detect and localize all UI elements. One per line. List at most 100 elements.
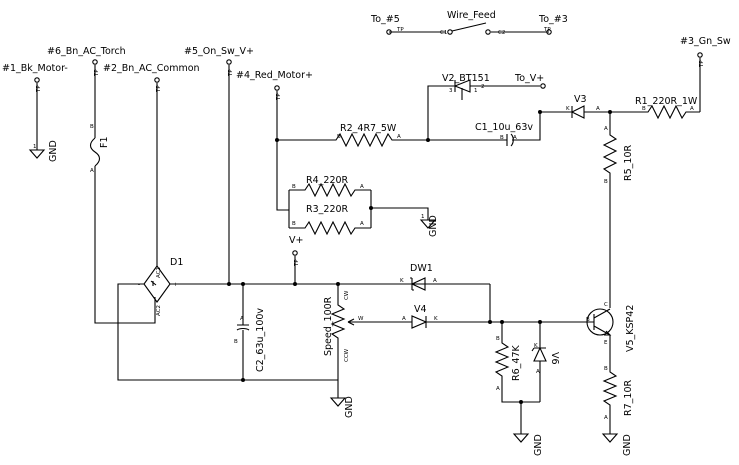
svg-text:CW: CW — [344, 290, 350, 300]
svg-text:A: A — [90, 168, 94, 174]
svg-text:K: K — [434, 316, 438, 322]
port-bn-ac-common: #2_Bn_AC_Common TP — [103, 63, 200, 266]
grn-sw-label: #3_Gn_Sw — [680, 36, 731, 47]
svg-text:A: A — [604, 415, 608, 421]
v3-diode: V3 K A — [540, 94, 640, 119]
svg-text:C: C — [604, 302, 608, 308]
svg-text:Speed_100R: Speed_100R — [323, 296, 334, 356]
svg-text:B: B — [496, 336, 500, 342]
svg-text:A: A — [536, 369, 540, 375]
svg-text:A: A — [402, 316, 406, 322]
svg-text:TP: TP — [276, 93, 282, 101]
svg-text:#5_On_Sw_V+: #5_On_Sw_V+ — [184, 46, 254, 57]
svg-text:A: A — [690, 106, 694, 112]
svg-text:B: B — [292, 221, 296, 227]
svg-text:R2_4R7_5W: R2_4R7_5W — [340, 123, 397, 134]
svg-text:V6: V6 — [549, 352, 560, 365]
c1-capacitor: C1_10u_63v B A — [428, 112, 541, 147]
svg-text:A: A — [240, 316, 244, 322]
svg-text:V3: V3 — [574, 94, 587, 105]
port-on-sw-vplus: #5_On_Sw_V+ TP — [184, 46, 254, 284]
c2-capacitor: A B C2_63u_100v — [234, 284, 266, 380]
svg-text:A: A — [604, 126, 608, 132]
svg-text:B: B — [292, 184, 296, 190]
svg-text:D1: D1 — [170, 257, 183, 268]
svg-text:C2: C2 — [498, 30, 505, 36]
svg-text:R5_10R: R5_10R — [623, 145, 634, 181]
svg-text:R3_220R: R3_220R — [306, 204, 349, 215]
dw1-zener: DW1 K A — [400, 263, 491, 323]
svg-text:R1_220R_1W: R1_220R_1W — [635, 96, 698, 107]
svg-text:A: A — [360, 221, 364, 227]
svg-text:TP: TP — [699, 60, 705, 68]
svg-text:GND: GND — [48, 140, 59, 162]
svg-text:E: E — [604, 340, 608, 346]
svg-text:TP: TP — [36, 85, 42, 93]
svg-text:TP: TP — [396, 27, 404, 33]
speed-potentiometer: CW W Speed_100R CCW GND — [323, 284, 412, 418]
svg-text:R6_47K: R6_47K — [511, 345, 522, 381]
r1-resistor: R1_220R_1W B A TP #3_Gn_Sw — [635, 36, 731, 120]
port-red-motor: #4_Red_Motor+ TP — [236, 70, 313, 140]
svg-text:GND: GND — [533, 434, 544, 456]
svg-text:AC1: AC1 — [156, 267, 162, 278]
svg-text:C2_63u_100v: C2_63u_100v — [255, 308, 266, 372]
r4-r3-resistors: R4_220R B A R3_220R B A 1 GND — [276, 140, 439, 237]
v5-transistor: B C E V5_KSP42 — [583, 302, 636, 368]
wire-feed-label: Wire_Feed — [447, 10, 496, 21]
svg-text:B: B — [500, 135, 504, 141]
svg-text:+: + — [173, 282, 178, 288]
svg-text:A: A — [360, 184, 364, 190]
svg-text:B: B — [642, 106, 646, 112]
svg-text:#4_Red_Motor+: #4_Red_Motor+ — [236, 70, 313, 81]
svg-text:#2_Bn_AC_Common: #2_Bn_AC_Common — [103, 63, 200, 74]
svg-text:C1: C1 — [440, 30, 447, 36]
svg-text:CCW: CCW — [344, 348, 350, 362]
svg-text:TP: TP — [156, 85, 162, 93]
svg-text:B: B — [604, 366, 608, 372]
svg-text:R4_220R: R4_220R — [306, 175, 349, 186]
svg-text:#6_Bn_AC_Torch: #6_Bn_AC_Torch — [47, 46, 126, 57]
svg-text:A: A — [433, 278, 437, 284]
svg-text:B: B — [234, 339, 238, 345]
svg-text:A: A — [496, 386, 500, 392]
svg-text:K: K — [400, 278, 404, 284]
port-bn-ac-torch: #6_Bn_AC_Torch TP B F1 A — [47, 46, 156, 324]
to3-label: To_#3 — [538, 14, 568, 25]
svg-text:B: B — [90, 124, 94, 130]
svg-text:TP: TP — [294, 259, 300, 267]
junction-dots — [227, 110, 612, 404]
svg-text:R7_10R: R7_10R — [623, 380, 634, 416]
svg-text:AC2: AC2 — [156, 305, 162, 316]
svg-text:3: 3 — [449, 88, 453, 94]
svg-text:W: W — [358, 316, 364, 322]
svg-text:A: A — [596, 106, 600, 112]
svg-text:A: A — [397, 134, 401, 140]
svg-text:-: - — [138, 282, 140, 288]
svg-text:2: 2 — [481, 84, 485, 90]
f1-label: F1 — [99, 136, 110, 148]
svg-text:TP: TP — [94, 69, 100, 77]
svg-text:TP: TP — [228, 69, 234, 77]
to5-label: To_#5 — [370, 14, 400, 25]
svg-text:V+: V+ — [289, 235, 303, 246]
svg-text:C1_10u_63v: C1_10u_63v — [475, 122, 533, 133]
r7-resistor: B R7_10R A GND — [601, 366, 634, 456]
svg-text:1: 1 — [421, 214, 425, 220]
r6-v6-network: B R6_47K A K V6 A GND — [494, 322, 560, 456]
v4-diode: V4 A K — [402, 304, 583, 329]
svg-text:#1_Bk_Motor-: #1_Bk_Motor- — [2, 63, 68, 74]
svg-text:GND: GND — [622, 434, 633, 456]
svg-text:B: B — [586, 317, 590, 323]
svg-text:A: A — [513, 135, 517, 141]
vplus-node: V+ TP — [289, 235, 303, 284]
svg-text:To_V+: To_V+ — [514, 73, 544, 84]
r2-resistor: R2_4R7_5W B A — [277, 85, 455, 148]
svg-text:DW1: DW1 — [410, 263, 433, 274]
svg-text:V4: V4 — [414, 304, 427, 315]
svg-text:B: B — [604, 179, 608, 185]
svg-text:V2_BT151: V2_BT151 — [442, 73, 490, 84]
svg-text:1: 1 — [474, 88, 478, 94]
svg-text:GND: GND — [428, 215, 439, 237]
